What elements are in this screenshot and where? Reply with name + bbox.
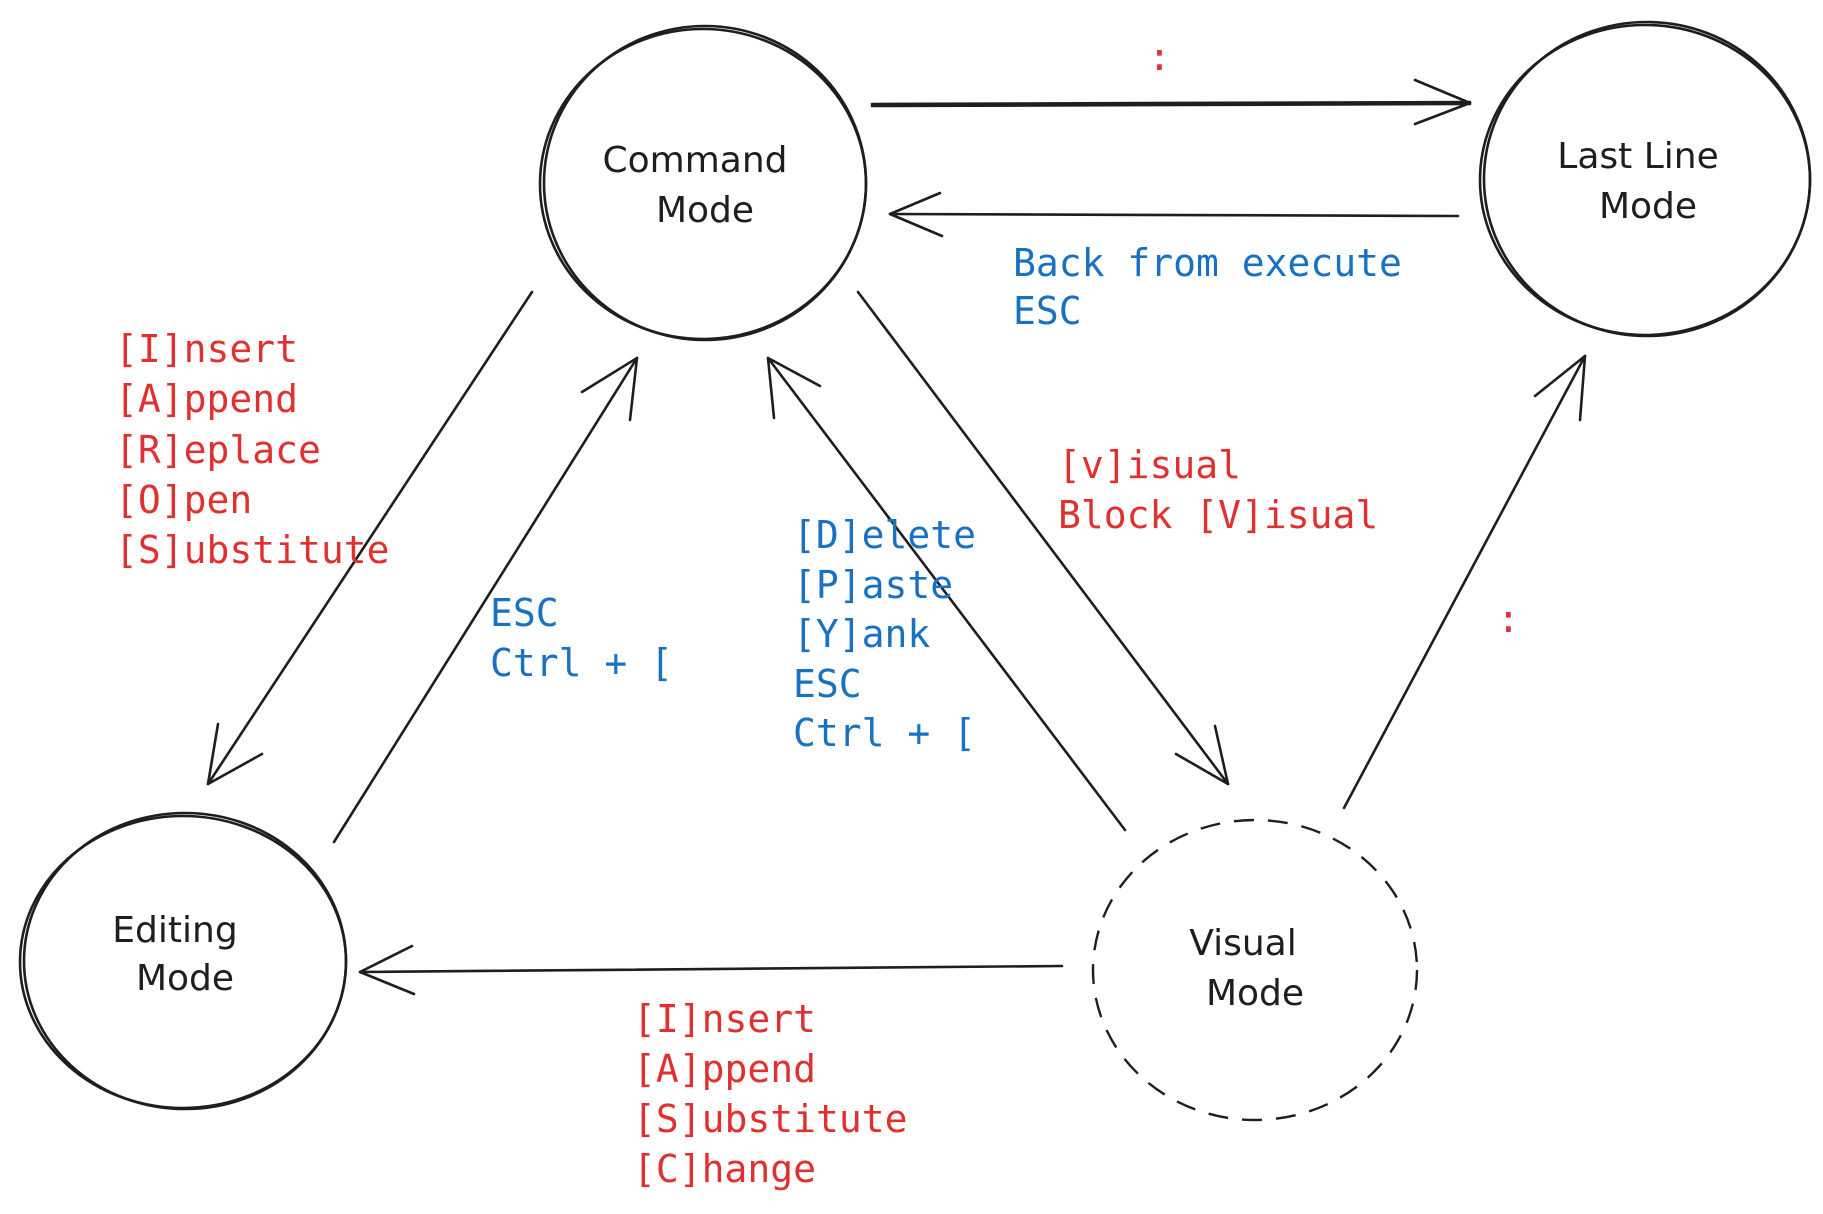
label-lastline-to-command: Back from execute ESC [1013, 241, 1402, 333]
lastline-mode-line2: Mode [1599, 186, 1697, 227]
label-substitute: [S]ubstitute [115, 528, 390, 572]
arrow-visual-to-command [766, 356, 1127, 832]
visual-mode-line1: Visual [1189, 923, 1296, 964]
label-yank: [Y]ank [793, 612, 930, 656]
label-colon-right: : [1497, 597, 1520, 641]
lastline-mode-line1: Last Line [1557, 136, 1718, 177]
label-insert-bottom: [I]nsert [633, 997, 816, 1041]
label-visual-to-lastline: : [1497, 597, 1520, 641]
editing-mode-node: Editing Mode [18, 811, 348, 1111]
label-replace: [R]eplace [115, 428, 321, 472]
editing-mode-line2: Mode [136, 958, 234, 999]
command-mode-line1: Command [602, 140, 787, 181]
visual-mode-line2: Mode [1206, 973, 1304, 1014]
label-delete: [D]elete [793, 513, 976, 557]
command-mode-line2: Mode [656, 190, 754, 231]
label-editing-to-command: ESC Ctrl + [ [490, 591, 673, 685]
label-substitute-bottom: [S]ubstitute [633, 1097, 908, 1141]
lastline-mode-node: Last Line Mode [1478, 20, 1812, 338]
label-command-to-lastline: : [1148, 35, 1171, 79]
visual-mode-node: Visual Mode [1091, 818, 1419, 1122]
arrow-visual-to-lastline [1342, 354, 1587, 810]
label-block-visual: Block [V]isual [1058, 493, 1378, 537]
command-mode-node: Command Mode [538, 24, 868, 342]
arrow-visual-to-editing [358, 944, 1064, 996]
arrow-editing-to-command [332, 356, 639, 844]
arrow-command-to-lastline [870, 78, 1472, 126]
label-change-bottom: [C]hange [633, 1147, 816, 1191]
label-back-from-execute: Back from execute [1013, 241, 1402, 285]
label-colon-top: : [1148, 35, 1171, 79]
editing-mode-line1: Editing [112, 910, 237, 951]
label-ctrl-bracket-middle: Ctrl + [ [793, 711, 976, 755]
label-esc-left: ESC [490, 591, 559, 635]
label-esc-middle: ESC [793, 662, 862, 706]
label-append: [A]ppend [115, 377, 298, 421]
label-paste: [P]aste [793, 563, 953, 607]
arrow-lastline-to-command [888, 191, 1460, 238]
label-append-bottom: [A]ppend [633, 1047, 816, 1091]
arrow-command-to-visual [856, 290, 1230, 786]
label-visual-to-editing: [I]nsert [A]ppend [S]ubstitute [C]hange [633, 997, 908, 1191]
label-visual: [v]isual [1058, 443, 1241, 487]
label-esc-top: ESC [1013, 289, 1082, 333]
arrow-command-to-editing [206, 290, 534, 786]
label-command-to-editing: [I]nsert [A]ppend [R]eplace [O]pen [S]ub… [115, 327, 390, 572]
label-command-to-visual: [v]isual Block [V]isual [1058, 443, 1378, 537]
label-insert: [I]nsert [115, 327, 298, 371]
label-open: [O]pen [115, 478, 252, 522]
label-visual-to-command: [D]elete [P]aste [Y]ank ESC Ctrl + [ [793, 513, 976, 755]
label-ctrl-bracket-left: Ctrl + [ [490, 641, 673, 685]
